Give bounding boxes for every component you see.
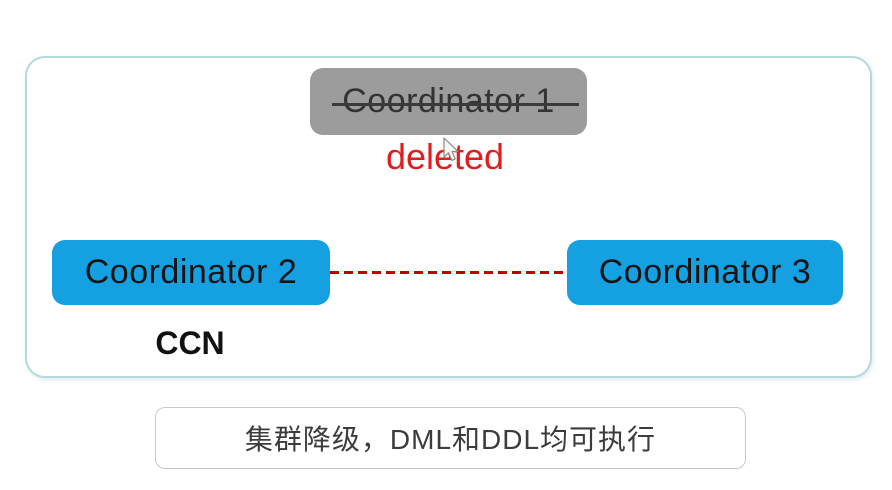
coordinator-1-label: Coordinator 1 [342,82,555,120]
coordinator-3-node: Coordinator 3 [567,240,843,305]
deleted-status-label: deleted [385,136,505,177]
caption-text: 集群降级，DML和DDL均可执行 [244,424,657,455]
connector-dashed-line [330,271,567,274]
coordinator-1-node: Coordinator 1 [310,68,587,135]
caption-box: 集群降级，DML和DDL均可执行 [155,407,746,469]
coordinator-3-label: Coordinator 3 [598,253,812,291]
coordinator-2-node: Coordinator 2 [52,240,330,305]
strikethrough-line [332,102,579,106]
ccn-label: CCN [155,325,225,361]
coordinator-2-label: Coordinator 2 [84,253,298,291]
